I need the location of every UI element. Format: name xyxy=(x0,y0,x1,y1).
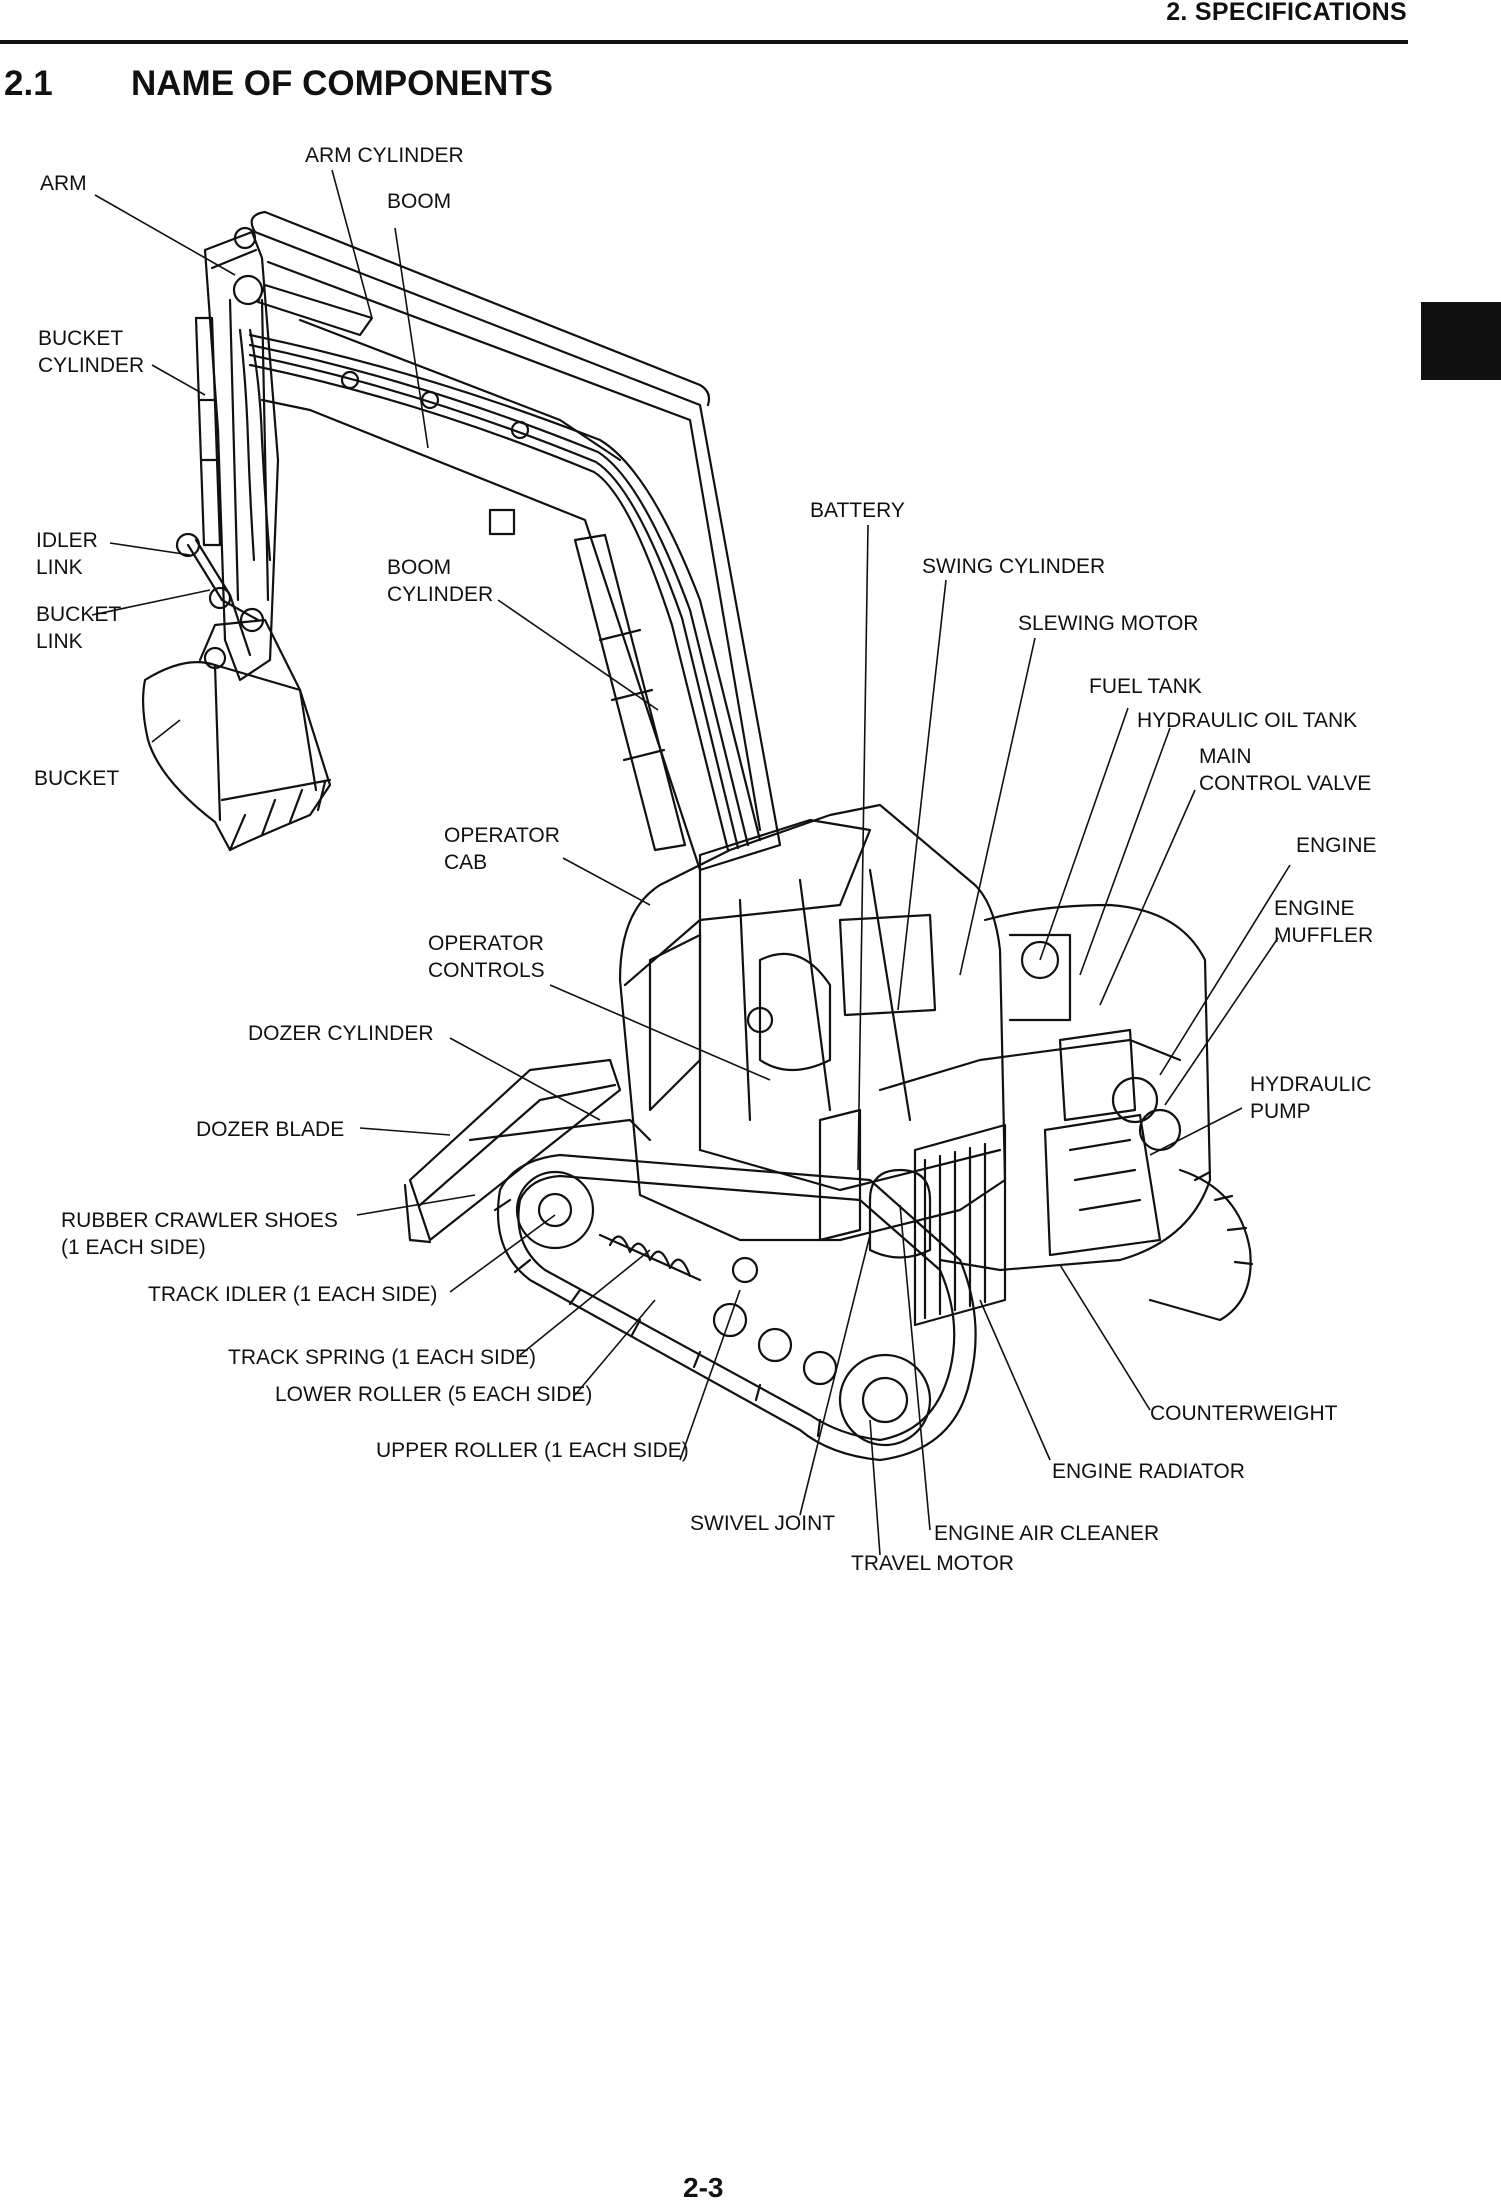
label-boom: BOOM xyxy=(387,190,452,213)
bucket-drawing xyxy=(141,618,332,852)
label-swing-cylinder: SWING CYLINDER xyxy=(922,555,1106,578)
label-upper-roller: UPPER ROLLER (1 EACH SIDE) xyxy=(376,1439,689,1462)
label-bucket-cylinder: BUCKET CYLINDER xyxy=(38,327,145,377)
label-main-control-valve: MAIN CONTROL VALVE xyxy=(1199,745,1372,795)
section-title: NAME OF COMPONENTS xyxy=(131,64,553,103)
label-dozer-cylinder: DOZER CYLINDER xyxy=(248,1022,434,1045)
label-track-idler: TRACK IDLER (1 EACH SIDE) xyxy=(148,1283,438,1306)
label-lower-roller: LOWER ROLLER (5 EACH SIDE) xyxy=(275,1383,593,1406)
label-bucket: BUCKET xyxy=(34,767,120,790)
bucket-linkage-drawing xyxy=(175,316,260,670)
label-rubber-crawler-shoes: RUBBER CRAWLER SHOES (1 EACH SIDE) xyxy=(61,1209,338,1259)
page-number: 2-3 xyxy=(683,2172,724,2203)
engine-compartment-drawing xyxy=(818,903,1212,1327)
label-swivel-joint: SWIVEL JOINT xyxy=(690,1512,836,1535)
label-operator-controls: OPERATOR CONTROLS xyxy=(428,932,545,982)
label-arm: ARM xyxy=(40,172,87,195)
leader-lines xyxy=(91,169,1291,1556)
label-slewing-motor: SLEWING MOTOR xyxy=(1018,612,1199,635)
label-engine-muffler: ENGINE MUFFLER xyxy=(1274,897,1374,947)
label-track-spring: TRACK SPRING (1 EACH SIDE) xyxy=(228,1346,537,1369)
header-rule xyxy=(0,40,1408,44)
section-number: 2.1 xyxy=(4,64,53,103)
label-arm-cylinder: ARM CYLINDER xyxy=(305,144,464,167)
label-hydraulic-oil-tank: HYDRAULIC OIL TANK xyxy=(1137,709,1358,732)
label-hydraulic-pump: HYDRAULIC PUMP xyxy=(1250,1073,1372,1123)
label-engine: ENGINE xyxy=(1296,834,1377,857)
label-idler-link: IDLER LINK xyxy=(36,529,98,579)
arm-drawing xyxy=(203,226,374,682)
label-battery: BATTERY xyxy=(810,499,905,522)
label-bucket-link: BUCKET LINK xyxy=(36,603,122,653)
label-engine-air-cleaner: ENGINE AIR CLEANER xyxy=(934,1522,1160,1545)
label-dozer-blade: DOZER BLADE xyxy=(196,1118,345,1141)
label-engine-radiator: ENGINE RADIATOR xyxy=(1052,1460,1245,1483)
label-operator-cab: OPERATOR CAB xyxy=(444,824,560,874)
section-header: 2. SPECIFICATIONS xyxy=(1166,0,1407,26)
label-counterweight: COUNTERWEIGHT xyxy=(1150,1402,1338,1425)
boom-drawing xyxy=(248,210,782,872)
cab-drawing xyxy=(618,803,1007,1242)
label-fuel-tank: FUEL TANK xyxy=(1089,675,1202,698)
label-boom-cylinder: BOOM CYLINDER xyxy=(387,556,494,606)
dozer-blade-drawing xyxy=(403,1058,652,1244)
track-drawing xyxy=(493,1153,1254,1462)
label-travel-motor: TRAVEL MOTOR xyxy=(851,1552,1014,1575)
chapter-tab-marker xyxy=(1421,302,1501,380)
